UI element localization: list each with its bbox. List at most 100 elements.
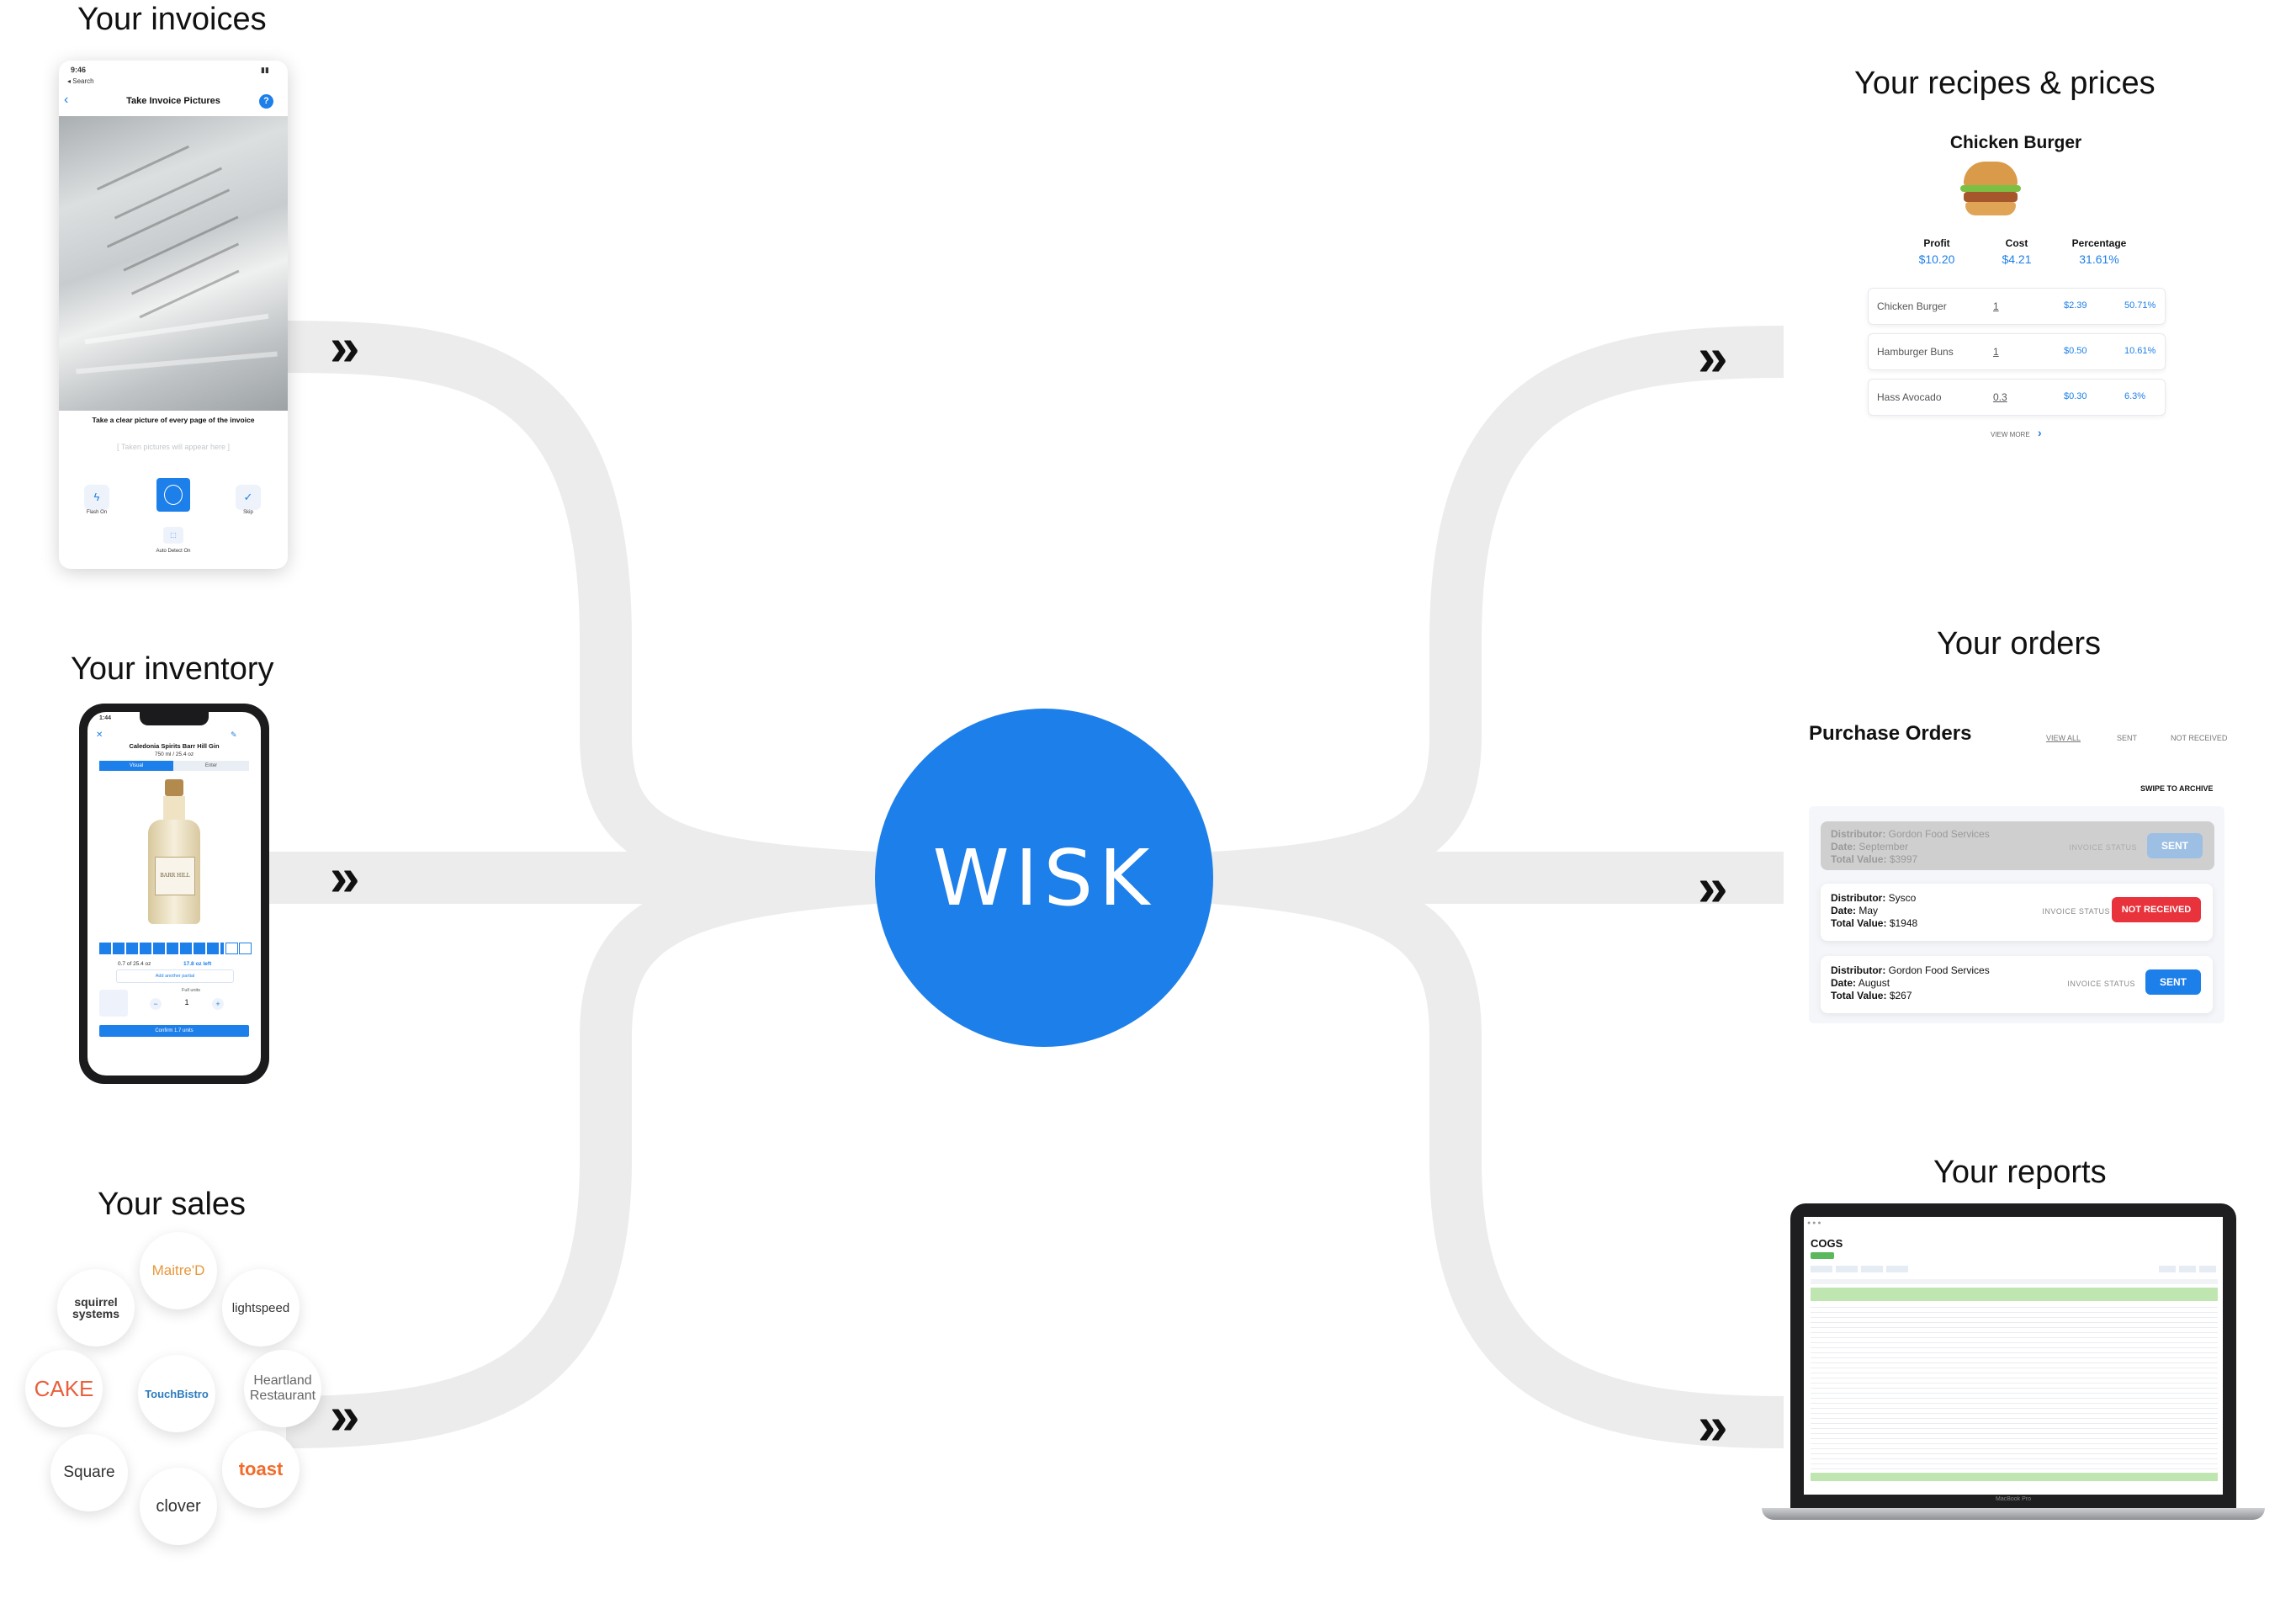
title-inventory: Your inventory <box>71 651 274 687</box>
arrow-reports-icon: » <box>1698 1395 1727 1456</box>
logo-touchbistro: TouchBistro <box>138 1355 215 1432</box>
po-status-button[interactable]: SENT <box>2147 833 2203 858</box>
quantity-value[interactable]: 1 <box>184 998 189 1006</box>
minus-button[interactable]: − <box>150 998 162 1010</box>
plus-button[interactable]: + <box>212 998 224 1010</box>
level-remaining: 17.8 oz left <box>183 961 212 967</box>
po-status-button[interactable]: NOT RECEIVED <box>2112 897 2201 922</box>
po-card[interactable]: Distributor: Sysco Date: May Total Value… <box>1821 884 2213 941</box>
edit-icon[interactable]: ✎ <box>231 730 237 739</box>
logo-square-text: Square <box>63 1463 115 1481</box>
invoice-instruction: Take a clear picture of every page of th… <box>92 416 255 424</box>
po-distributor: Distributor: Gordon Food Services <box>1831 964 1990 977</box>
logo-square: Square <box>50 1434 128 1511</box>
stat-cost-label: Cost <box>2005 237 2028 249</box>
checkmark-icon[interactable]: ✓ <box>236 485 261 510</box>
filter-sent[interactable]: SENT <box>2117 734 2138 742</box>
stat-profit-value: $10.20 <box>1918 252 1955 266</box>
back-link[interactable]: ◂ Search <box>67 77 94 85</box>
ingredient-price: $0.50 <box>2064 346 2087 356</box>
po-distributor-value: Sysco <box>1888 892 1917 904</box>
po-date: Date: May <box>1831 905 1878 917</box>
logo-toast-text: toast <box>238 1458 284 1479</box>
po-status-label: INVOICE STATUS <box>2067 980 2135 988</box>
po-total: Total Value: $3997 <box>1831 853 1917 866</box>
po-date-value: September <box>1859 841 1909 852</box>
arrow-recipes-icon: » <box>1698 327 1727 387</box>
unit-toggle[interactable] <box>99 990 128 1017</box>
po-status-label: INVOICE STATUS <box>2042 907 2110 916</box>
po-date-value: August <box>1858 977 1890 989</box>
logo-heartland-text: Heartland Restaurant <box>249 1373 316 1403</box>
report-actions[interactable] <box>2159 1266 2218 1272</box>
tab-visual[interactable]: Visual <box>99 761 173 771</box>
po-status-button[interactable]: SENT <box>2145 969 2201 995</box>
inventory-phone-frame: 1:44 ✕ ✎ Caledonia Spirits Barr Hill Gin… <box>79 704 269 1084</box>
logo-maitred: Maitre'D <box>140 1232 217 1309</box>
ingredient-row[interactable]: Chicken Burger 1 $2.39 50.71% <box>1868 288 2166 325</box>
flash-icon[interactable]: ϟ <box>84 485 109 510</box>
po-distributor: Distributor: Gordon Food Services <box>1831 828 1990 841</box>
logo-heartland: Heartland Restaurant <box>244 1350 321 1427</box>
po-distributor-label: Distributor: <box>1831 964 1886 976</box>
window-controls: ● ● ● <box>1807 1220 1821 1226</box>
ingredient-qty: 1 <box>1993 300 1999 312</box>
bottle-image: BARR HILL <box>148 779 200 924</box>
tab-enter[interactable]: Enter <box>173 761 249 771</box>
back-chevron-icon[interactable]: ‹ <box>64 93 69 107</box>
invoice-placeholder: [ Taken pictures will appear here ] <box>117 443 230 451</box>
po-distributor: Distributor: Sysco <box>1831 892 1916 905</box>
po-card[interactable]: Distributor: Gordon Food Services Date: … <box>1821 956 2213 1013</box>
arrow-invoices-icon: » <box>330 316 359 377</box>
shutter-button[interactable] <box>156 478 190 512</box>
laptop-brand: MacBook Pro <box>1995 1496 2032 1502</box>
swipe-hint: SWIPE TO ARCHIVE <box>2140 784 2214 793</box>
title-reports: Your reports <box>1933 1155 2107 1190</box>
report-tabs[interactable] <box>1811 1266 1912 1272</box>
wisk-hub: WISK <box>875 709 1213 1047</box>
report-badge <box>1811 1252 1834 1259</box>
ingredient-row[interactable]: Hamburger Buns 1 $0.50 10.61% <box>1868 333 2166 370</box>
ingredient-name: Hass Avocado <box>1877 391 1942 403</box>
add-partial-button[interactable]: Add another partial <box>116 969 234 983</box>
status-time: 9:46 <box>71 66 87 74</box>
po-title: Purchase Orders <box>1809 722 1972 745</box>
title-orders: Your orders <box>1937 626 2102 661</box>
ingredient-row[interactable]: Hass Avocado 0.3 $0.30 6.3% <box>1868 379 2166 416</box>
logo-cake-text: CAKE <box>34 1375 94 1401</box>
confirm-button[interactable]: Confirm 1.7 units <box>99 1025 249 1037</box>
auto-detect-label: Auto Detect On <box>156 549 191 554</box>
logo-maitred-text: Maitre'D <box>151 1262 205 1278</box>
chevron-right-icon[interactable]: › <box>2038 426 2042 439</box>
recipe-name: Chicken Burger <box>1949 133 2082 152</box>
help-icon[interactable]: ? <box>259 94 273 109</box>
view-more-link[interactable]: VIEW MORE <box>1991 431 2030 438</box>
po-card-archived[interactable]: Distributor: Gordon Food Services Date: … <box>1821 821 2214 870</box>
stat-percentage-value: 31.61% <box>2079 252 2119 266</box>
filter-not-received[interactable]: NOT RECEIVED <box>2171 734 2228 742</box>
logo-squirrel: squirrel systems <box>57 1269 135 1346</box>
level-selector[interactable] <box>99 943 252 954</box>
product-size: 750 ml / 25.4 oz <box>154 752 194 757</box>
laptop-frame: ● ● ● COGS <box>1790 1203 2236 1508</box>
skip-label: Skip <box>243 510 253 515</box>
filter-view-all[interactable]: VIEW ALL <box>2046 734 2081 742</box>
auto-detect-icon[interactable]: ⬚ <box>163 527 183 544</box>
burger-image <box>1960 162 2021 219</box>
po-date: Date: August <box>1831 977 1890 990</box>
ingredient-price: $2.39 <box>2064 300 2087 311</box>
po-distributor-label: Distributor: <box>1831 828 1886 840</box>
po-distributor-value: Gordon Food Services <box>1888 828 1990 840</box>
laptop-screen: ● ● ● COGS <box>1804 1217 2223 1495</box>
arrow-inventory-icon: » <box>330 847 359 907</box>
logo-toast: toast <box>222 1431 300 1508</box>
po-total-value: $267 <box>1889 990 1912 1001</box>
logo-lightspeed: lightspeed <box>222 1269 300 1346</box>
stat-profit-label: Profit <box>1923 237 1950 249</box>
close-icon[interactable]: ✕ <box>96 730 103 740</box>
ingredient-name: Chicken Burger <box>1877 300 1947 312</box>
stat-cost-value: $4.21 <box>2002 252 2032 266</box>
po-total: Total Value: $267 <box>1831 990 1912 1002</box>
logo-cake: CAKE <box>25 1350 103 1427</box>
